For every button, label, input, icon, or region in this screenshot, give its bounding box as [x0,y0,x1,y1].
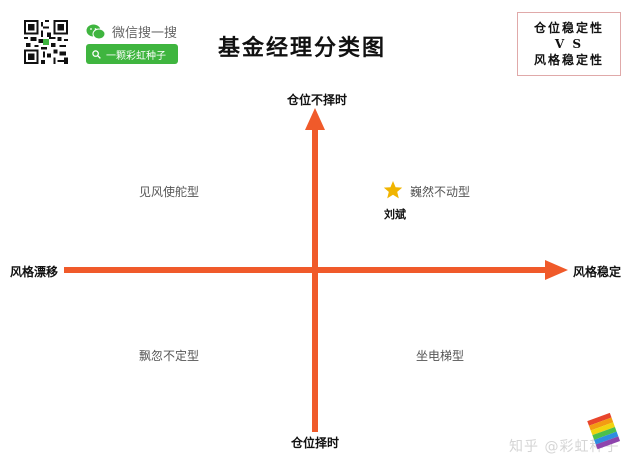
star-icon [383,181,403,199]
search-icon [92,49,101,59]
watermark: 知乎 @彩虹种子 [509,439,620,455]
fund-manager-name: 刘斌 [384,208,406,221]
up-arrowhead [305,108,325,130]
wechat-search-header: 微信搜一搜 [86,22,177,41]
wechat-search-label: 微信搜一搜 [112,26,178,41]
comparison-line-2: V S [554,37,584,51]
axis-label-left: 风格漂移 [10,265,59,279]
search-pill-text: 一颗彩虹种子 [106,50,166,62]
quadrant-bottom-right-label: 坐电梯型 [416,349,465,363]
rainbow-seed-logo [587,412,621,450]
comparison-line-1: 仓位稳定性 [533,21,604,35]
comparison-box: 仓位稳定性 V S 风格稳定性 [517,12,621,76]
axis-label-top: 仓位不择时 [287,93,348,107]
comparison-line-3: 风格稳定性 [533,53,604,67]
qr-code-image [24,20,68,64]
quadrant-top-right-label: 巍然不动型 [410,185,471,199]
right-arrowhead [545,260,568,280]
quadrant-top-left-label: 见风使舵型 [139,185,200,199]
wechat-icon [86,24,106,39]
axis-label-bottom: 仓位择时 [291,436,340,450]
page-title: 基金经理分类图 [218,35,387,61]
search-pill[interactable]: 一颗彩虹种子 [86,44,178,64]
axis-label-right: 风格稳定 [573,265,622,279]
quadrant-bottom-left-label: 飘忽不定型 [139,349,200,363]
